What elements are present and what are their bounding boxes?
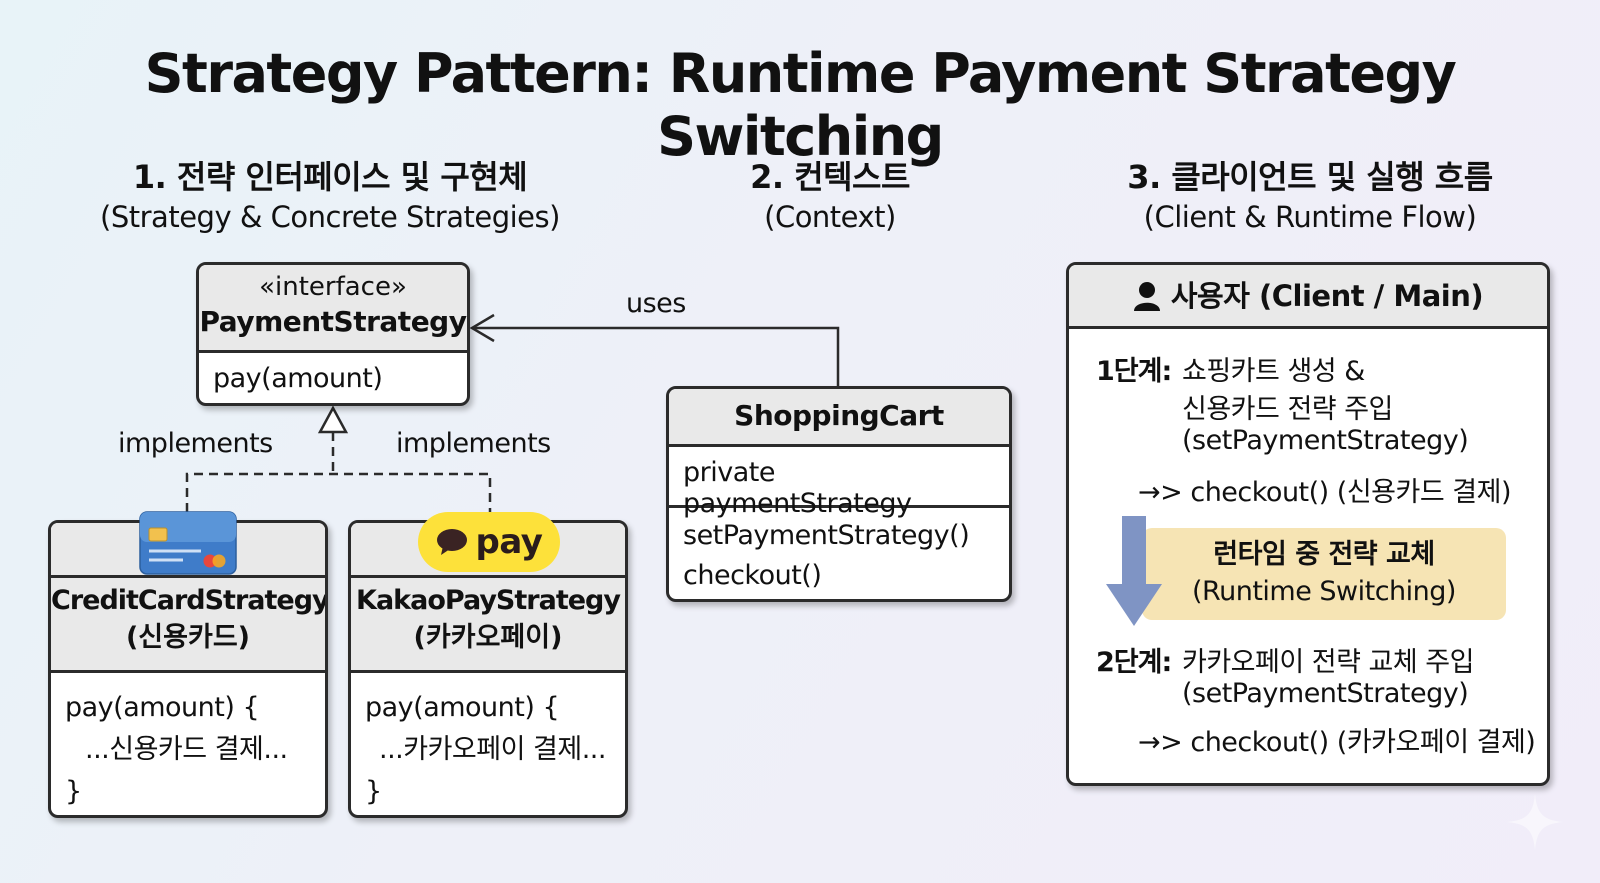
- interface-name: PaymentStrategy: [199, 305, 467, 338]
- step1-result-text: checkout() (신용카드 결제): [1190, 477, 1511, 508]
- section-1-title: 1. 전략 인터페이스 및 구현체: [132, 158, 528, 196]
- interface-stereotype: «interface»: [259, 272, 407, 302]
- step1-line-3: (setPaymentStrategy): [1182, 425, 1469, 456]
- page-title: Strategy Pattern: Runtime Payment Strate…: [144, 42, 1457, 168]
- shopping-cart-method-1: setPaymentStrategy(): [683, 520, 970, 551]
- client-header: 사용자 (Client / Main): [1170, 278, 1484, 313]
- step1-line-2: 신용카드 전략 주입: [1182, 394, 1393, 425]
- section-3-title: 3. 클라이언트 및 실행 흐름: [1127, 158, 1493, 196]
- credit-card-code-line-1: pay(amount) {: [65, 692, 260, 723]
- kakao-pay-name: KakaoPayStrategy: [356, 585, 621, 616]
- step2-line-2: (setPaymentStrategy): [1182, 678, 1469, 709]
- client-box: 사용자 (Client / Main): [1066, 262, 1550, 786]
- implements-label-right: implements: [396, 428, 551, 459]
- shopping-cart-field: private paymentStrategy: [683, 457, 912, 519]
- shopping-cart-method-2: checkout(): [683, 560, 822, 591]
- credit-card-code-line-3: }: [65, 776, 82, 807]
- section-3-heading: 3. 클라이언트 및 실행 흐름 (Client & Runtime Flow): [1060, 157, 1560, 237]
- uses-label: uses: [626, 288, 686, 319]
- step2-result: →> checkout() (카카오페이 결제): [1138, 720, 1536, 759]
- down-arrow-icon: [1106, 516, 1162, 626]
- credit-card-icon: [139, 511, 237, 575]
- runtime-switch-title: 런타임 중 전략 교체: [1213, 539, 1435, 570]
- shopping-cart-box: ShoppingCart private paymentStrategy set…: [666, 386, 1012, 602]
- section-2-subtitle: (Context): [764, 200, 896, 234]
- kakao-pay-korean: (카카오페이): [413, 622, 563, 653]
- kakao-pay-code-line-2: ...카카오페이 결제...: [379, 734, 606, 765]
- step1-arrow: →>: [1138, 477, 1183, 508]
- uses-arrowhead: [469, 313, 495, 343]
- payment-strategy-interface: «interface» PaymentStrategy pay(amount): [196, 262, 470, 406]
- step1-result: →> checkout() (신용카드 결제): [1138, 470, 1511, 509]
- section-1-heading: 1. 전략 인터페이스 및 구현체 (Strategy & Concrete S…: [80, 157, 580, 237]
- step2-arrow: →>: [1138, 727, 1183, 758]
- speech-bubble-icon: [436, 529, 467, 555]
- credit-card-code-line-2: ...신용카드 결제...: [85, 734, 288, 765]
- shopping-cart-name: ShoppingCart: [669, 389, 1009, 447]
- sparkle-icon: [1507, 794, 1563, 850]
- implements-connector: [185, 472, 492, 520]
- credit-card-name: CreditCardStrategy: [51, 585, 328, 616]
- kakao-pay-badge: pay: [418, 512, 560, 572]
- kakao-pay-code-line-1: pay(amount) {: [365, 692, 560, 723]
- implements-triangle: [317, 405, 349, 434]
- interface-method: pay(amount): [213, 363, 383, 394]
- user-icon: [1133, 281, 1160, 311]
- section-1-subtitle: (Strategy & Concrete Strategies): [100, 200, 560, 234]
- credit-card-korean: (신용카드): [125, 622, 251, 653]
- step2-line-1: 카카오페이 전략 교체 주입: [1182, 647, 1475, 678]
- runtime-switch-panel: 런타임 중 전략 교체 (Runtime Switching): [1142, 528, 1506, 620]
- kakao-pay-badge-label: pay: [475, 522, 543, 562]
- runtime-switch-subtitle: (Runtime Switching): [1192, 576, 1456, 607]
- step2-label: 2단계:: [1096, 647, 1172, 678]
- step2-result-text: checkout() (카카오페이 결제): [1190, 727, 1536, 758]
- uses-connector: [474, 326, 840, 386]
- implements-label-left: implements: [118, 428, 273, 459]
- section-2-title: 2. 컨텍스트: [750, 158, 910, 196]
- section-2-heading: 2. 컨텍스트 (Context): [680, 157, 980, 237]
- step1-label: 1단계:: [1096, 356, 1172, 387]
- kakao-pay-code-line-3: }: [365, 776, 382, 807]
- step1-line-1: 쇼핑카트 생성 &: [1182, 356, 1365, 387]
- section-3-subtitle: (Client & Runtime Flow): [1143, 200, 1477, 234]
